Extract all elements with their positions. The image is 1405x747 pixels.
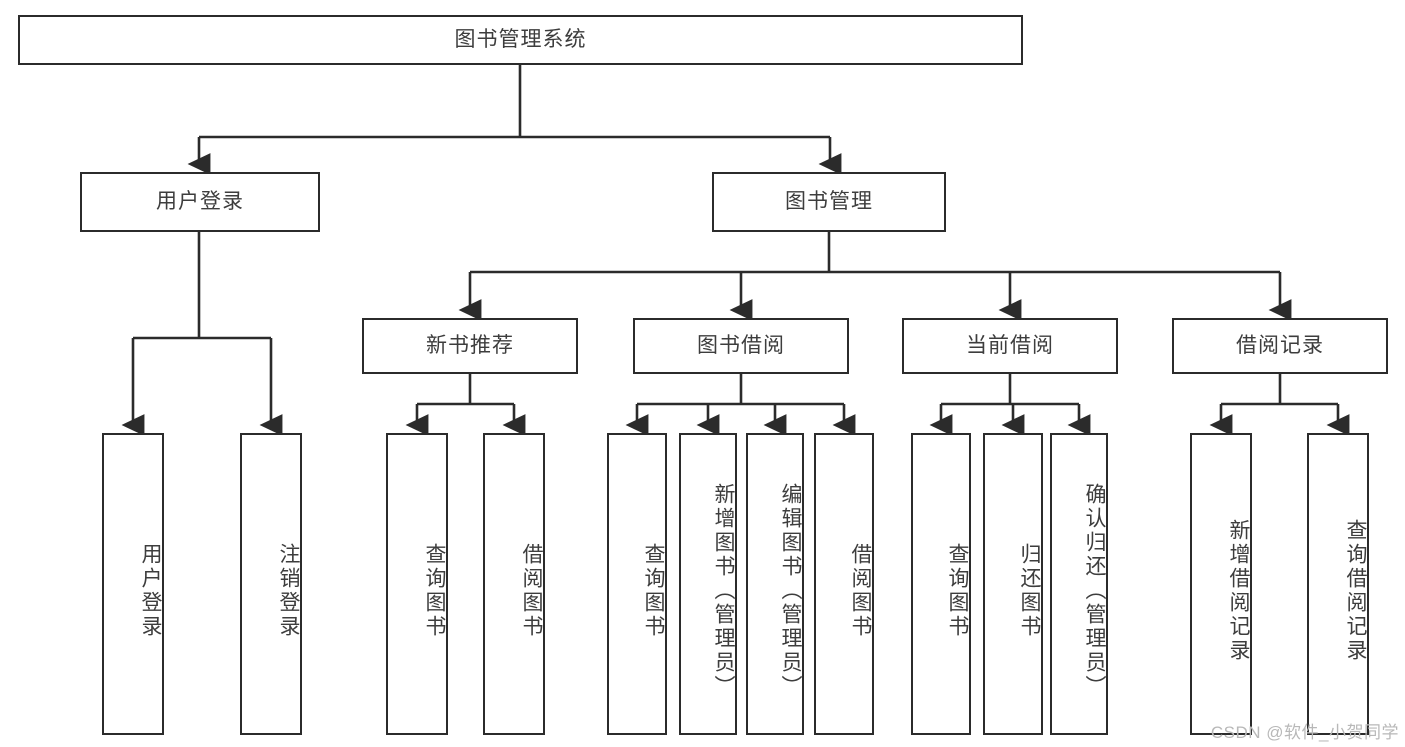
node-book-borrow[interactable]: 图书借阅 — [633, 318, 849, 374]
node-label: 借阅图书 — [520, 543, 543, 639]
leaf-return-book[interactable]: 归还图书 — [983, 433, 1043, 735]
leaf-query-borrow-record[interactable]: 查询借阅记录 — [1307, 433, 1369, 735]
leaf-borrow-book[interactable]: 借阅图书 — [814, 433, 874, 735]
node-label: 查询借阅记录 — [1344, 519, 1367, 663]
node-label: 确认归还（管理员） — [1083, 483, 1106, 699]
node-new-book-recommend[interactable]: 新书推荐 — [362, 318, 578, 374]
leaf-user-login[interactable]: 用户登录 — [102, 433, 164, 735]
node-label: 查询图书 — [423, 543, 446, 639]
node-label: 查询图书 — [946, 543, 969, 639]
node-label: 新增图书（管理员） — [712, 483, 735, 699]
leaf-query-book-borrow[interactable]: 查询图书 — [607, 433, 667, 735]
leaf-logout[interactable]: 注销登录 — [240, 433, 302, 735]
node-label: 当前借阅 — [966, 334, 1054, 358]
leaf-add-borrow-record[interactable]: 新增借阅记录 — [1190, 433, 1252, 735]
node-label: 新书推荐 — [426, 334, 514, 358]
node-label: 编辑图书（管理员） — [779, 483, 802, 699]
node-label: 图书借阅 — [697, 334, 785, 358]
node-label: 查询图书 — [642, 543, 665, 639]
node-label: 注销登录 — [277, 543, 300, 639]
leaf-query-book-current[interactable]: 查询图书 — [911, 433, 971, 735]
node-current-borrow[interactable]: 当前借阅 — [902, 318, 1118, 374]
leaf-edit-book-admin[interactable]: 编辑图书（管理员） — [746, 433, 804, 735]
leaf-query-book-recommend[interactable]: 查询图书 — [386, 433, 448, 735]
node-label: 新增借阅记录 — [1227, 519, 1250, 663]
leaf-confirm-return-admin[interactable]: 确认归还（管理员） — [1050, 433, 1108, 735]
node-label: 用户登录 — [139, 543, 162, 639]
node-label: 图书管理 — [785, 190, 873, 214]
node-user-login[interactable]: 用户登录 — [80, 172, 320, 232]
node-label: 用户登录 — [156, 190, 244, 214]
node-book-management[interactable]: 图书管理 — [712, 172, 946, 232]
node-root[interactable]: 图书管理系统 — [18, 15, 1023, 65]
leaf-borrow-book-recommend[interactable]: 借阅图书 — [483, 433, 545, 735]
node-label: 归还图书 — [1018, 543, 1041, 639]
node-label: 借阅记录 — [1236, 334, 1324, 358]
node-label: 借阅图书 — [849, 543, 872, 639]
leaf-add-book-admin[interactable]: 新增图书（管理员） — [679, 433, 737, 735]
node-label: 图书管理系统 — [454, 28, 587, 52]
csdn-watermark: CSDN @软件_小贺同学 — [1210, 723, 1399, 742]
node-borrow-record[interactable]: 借阅记录 — [1172, 318, 1388, 374]
